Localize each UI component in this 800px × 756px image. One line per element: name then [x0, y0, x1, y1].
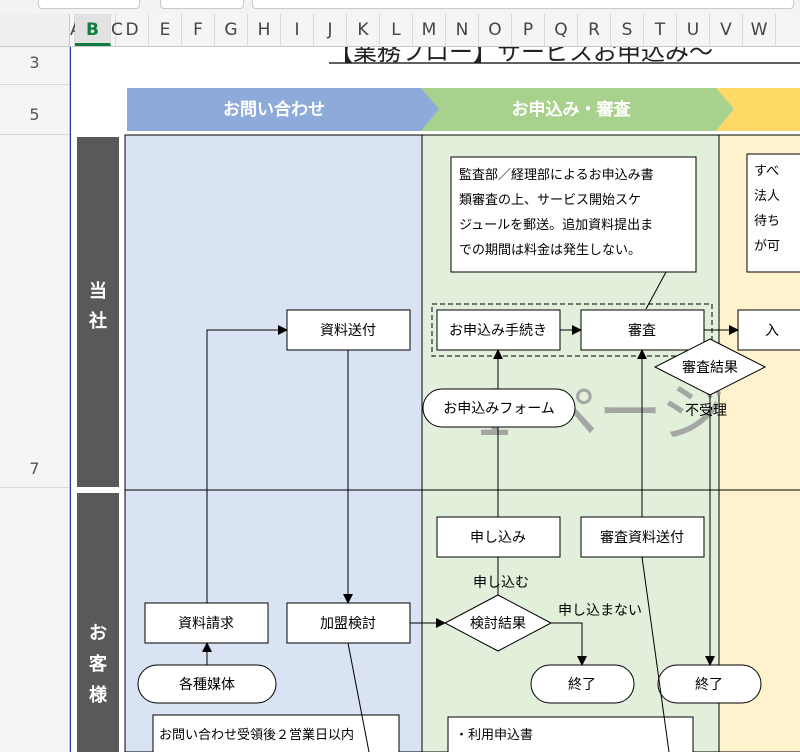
box-send-review-materials[interactable]	[580, 516, 705, 558]
box-request-materials[interactable]	[144, 602, 269, 644]
formula-controls[interactable]	[160, 0, 244, 9]
note-line: 法人	[754, 189, 780, 204]
column-header-p[interactable]: P	[512, 14, 545, 46]
column-header-d[interactable]: D	[116, 14, 149, 46]
decision-label: 審査結果	[682, 360, 738, 376]
column-header-h[interactable]: H	[248, 14, 281, 46]
row-header[interactable]: 3	[29, 53, 40, 72]
column-header-g[interactable]: G	[215, 14, 248, 46]
phase-header-inquiry	[127, 88, 443, 131]
terminal-label: 終了	[568, 677, 596, 693]
note-line: お問い合わせ受領後２営業日以内	[159, 727, 354, 743]
lane-label-customer: お客様	[89, 623, 108, 706]
column-header-i[interactable]: I	[281, 14, 314, 46]
column-header-w[interactable]: W	[743, 14, 776, 46]
box-label: 資料送付	[320, 323, 376, 339]
note-line: ジュールを郵送。追加資料提出ま	[459, 217, 653, 233]
phase-label-inquiry: お問い合わせ	[223, 99, 325, 120]
column-header-l[interactable]: L	[380, 14, 413, 46]
note-line: すべ	[754, 164, 779, 179]
column-header-u[interactable]: U	[677, 14, 710, 46]
column-header-m[interactable]: M	[413, 14, 446, 46]
column-header-b[interactable]: B	[75, 14, 111, 46]
formula-input[interactable]	[252, 0, 794, 9]
terminal-label: 終了	[695, 677, 723, 693]
lane-header-company	[77, 137, 119, 487]
column-header-f[interactable]: F	[182, 14, 215, 46]
lane-label-company: 当社	[89, 280, 107, 332]
terminal-application-form[interactable]	[422, 388, 576, 428]
box-label: 審査資料送付	[600, 530, 684, 546]
row-header[interactable]: 7	[29, 459, 40, 478]
column-headers: ABCDEFGHIJKLMNOPQRSTUVW	[0, 14, 800, 47]
box-application-procedure[interactable]	[436, 309, 561, 351]
column-header-q[interactable]: Q	[545, 14, 578, 46]
terminal-label: お申込みフォーム	[443, 401, 555, 417]
lane-label-char: 客	[89, 653, 108, 675]
note-line: 類審査の上、サービス開始スケ	[459, 193, 641, 208]
lane-label-char: お	[89, 623, 107, 644]
note-line: での期間は料金は発生しない。	[459, 242, 641, 258]
phase-header-application	[421, 88, 741, 131]
note-line: が可	[754, 239, 780, 254]
branch-label-apply: 申し込む	[473, 575, 529, 591]
box-next-cut[interactable]	[737, 309, 800, 351]
column-header-s[interactable]: S	[611, 14, 644, 46]
column-header-k[interactable]: K	[347, 14, 380, 46]
column-header-n[interactable]: N	[446, 14, 479, 46]
formula-bar-area	[0, 0, 800, 15]
lane-label-char: 社	[89, 310, 107, 332]
name-box[interactable]	[38, 0, 140, 9]
note-line: 監査部／経理部によるお申込み書	[459, 167, 654, 183]
box-review[interactable]	[580, 309, 705, 351]
note-inquiry-response	[152, 714, 400, 756]
lane-label-char: 当	[89, 280, 107, 302]
box-label: 入	[765, 323, 779, 339]
lane-inquiry-bg	[124, 134, 423, 753]
phase-header-next	[716, 88, 800, 131]
business-flow-diagram: 【業務フロー】サービスお申込み〜 お問い合わせ お申込み・審査 当社 お客様 1…	[77, 38, 800, 756]
note-review-description	[450, 156, 697, 273]
decision-consideration-result[interactable]	[443, 594, 553, 652]
column-header-o[interactable]: O	[479, 14, 512, 46]
column-header-v[interactable]: V	[710, 14, 743, 46]
branch-label-not-apply: 申し込まない	[558, 603, 642, 619]
box-apply[interactable]	[436, 516, 561, 558]
decision-label: 検討結果	[470, 616, 526, 632]
note-line: ・利用申込書	[455, 728, 533, 743]
flow-connectors	[202, 325, 739, 753]
column-header-e[interactable]: E	[149, 14, 182, 46]
terminal-label: 各種媒体	[179, 677, 235, 693]
box-send-materials[interactable]	[286, 309, 411, 351]
note-usage-application	[447, 716, 694, 756]
lane-header-customer	[77, 493, 119, 752]
row-header[interactable]: 5	[29, 105, 40, 124]
row-headers: 3 5 7	[0, 47, 70, 752]
box-label: 資料請求	[178, 616, 234, 632]
box-label: お申込み手続き	[449, 322, 547, 339]
box-consider-membership[interactable]	[286, 602, 411, 644]
worksheet-canvas[interactable]: 【業務フロー】サービスお申込み〜 お問い合わせ お申込み・審査 当社 お客様 1…	[70, 38, 800, 756]
phase-label-application: お申込み・審査	[512, 99, 632, 120]
lane-label-char: 様	[89, 684, 108, 706]
box-label: 申し込み	[470, 530, 526, 546]
branch-label-rejected: 不受理	[685, 403, 727, 419]
select-all-corner[interactable]	[0, 14, 70, 46]
note-right-cut	[746, 153, 800, 273]
column-header-t[interactable]: T	[644, 14, 677, 46]
column-header-j[interactable]: J	[314, 14, 347, 46]
note-line: 待ち	[754, 214, 780, 229]
box-label: 審査	[628, 323, 656, 339]
box-label: 加盟検討	[320, 616, 376, 632]
column-header-r[interactable]: R	[578, 14, 611, 46]
